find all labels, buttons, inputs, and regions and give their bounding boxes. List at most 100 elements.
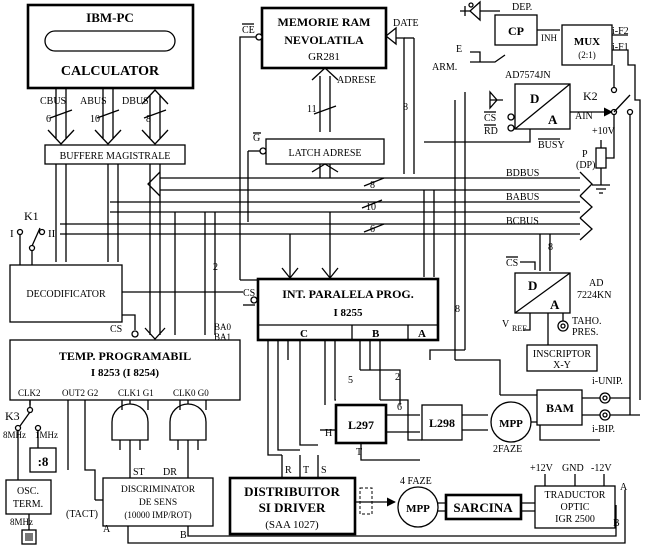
r-label: R bbox=[285, 465, 292, 476]
buffere-label: BUFFERE MAGISTRALE bbox=[60, 151, 171, 162]
l297-block bbox=[334, 403, 388, 445]
inscriptor-label: INSCRIPTOR bbox=[533, 349, 591, 360]
latch-label: LATCH ADRESE bbox=[288, 148, 361, 159]
timer-bus-width: 2 bbox=[213, 262, 218, 273]
e-label: E bbox=[456, 44, 462, 55]
cbus-label: CBUS bbox=[40, 96, 66, 107]
mux-ratio: (2:1) bbox=[578, 50, 596, 60]
inscriptor-block bbox=[526, 344, 598, 372]
distribuitor-part: (SAA 1027) bbox=[265, 519, 319, 531]
babus-width: 10 bbox=[366, 202, 376, 213]
ibip-label: i-BIP. bbox=[592, 424, 615, 435]
dp-label: (DP) bbox=[576, 160, 595, 171]
stepper-motor-4faze bbox=[397, 486, 439, 528]
dbus-width: 8 bbox=[146, 114, 151, 125]
sarcina-label: SARCINA bbox=[453, 500, 513, 515]
k3-label: K3 bbox=[5, 409, 20, 423]
port-c-label: C bbox=[300, 328, 308, 340]
tr-b-label: B bbox=[613, 518, 620, 529]
adc-cs-label: CS bbox=[484, 113, 496, 124]
discrim-b-label: B bbox=[180, 530, 187, 541]
bcbus-line bbox=[60, 217, 593, 241]
l298-label: L298 bbox=[429, 416, 455, 430]
cs-int-label: CS bbox=[243, 288, 255, 299]
dac-bus-width: 8 bbox=[548, 242, 553, 253]
2faze-label: 2FAZE bbox=[493, 444, 522, 455]
decodificator-label: DECODIFICATOR bbox=[26, 289, 106, 300]
t-label: T bbox=[356, 447, 362, 458]
cs-timer-label: CS bbox=[110, 324, 122, 335]
dep-label: DEP. bbox=[512, 2, 532, 13]
adrese-width: 11 bbox=[307, 104, 317, 115]
m12v-label: -12V bbox=[591, 463, 612, 474]
bdbus-width: 8 bbox=[370, 180, 375, 191]
discriminator-block bbox=[102, 477, 214, 527]
buffere-block bbox=[44, 144, 186, 165]
inh-label: INH bbox=[541, 33, 557, 43]
date-label: DATE bbox=[393, 18, 419, 29]
bam-block bbox=[536, 389, 583, 426]
bcbus-width: 6 bbox=[370, 224, 375, 235]
osc-label-1: OSC. bbox=[17, 486, 39, 497]
ppi-a-width: 8 bbox=[455, 304, 460, 315]
ibm-pc-title: IBM-PC bbox=[86, 10, 134, 25]
ppi-title: INT. PARALELA PROG. bbox=[282, 287, 414, 301]
k1-pos-i: I bbox=[10, 228, 14, 240]
mhz1-label: 1MHz bbox=[35, 430, 58, 440]
adc-block: D A bbox=[514, 83, 571, 130]
out2g2-label: OUT2 G2 bbox=[62, 388, 98, 398]
dac-cs-label: CS bbox=[506, 258, 518, 269]
display-digits: :8 bbox=[38, 454, 49, 469]
ppi-block: INT. PARALELA PROG. I 8255 C B A bbox=[256, 277, 440, 342]
pc-bus-arrows bbox=[47, 88, 169, 145]
dac-d: D bbox=[528, 278, 537, 293]
vref-sub: REF bbox=[512, 324, 527, 333]
adrese-label: ADRESE bbox=[337, 75, 376, 86]
l298-block bbox=[421, 404, 463, 441]
busy-label: BUSY bbox=[538, 140, 565, 151]
cbus-width: 6 bbox=[46, 114, 51, 125]
dr-label: DR bbox=[163, 467, 177, 478]
l298-in-width: 6 bbox=[397, 402, 402, 413]
4faze-label: 4 FAZE bbox=[400, 476, 432, 487]
distribuitor-title: DISTRIBUITOR bbox=[244, 484, 340, 499]
clk1g1-label: CLK1 G1 bbox=[118, 388, 154, 398]
ba0-label: BA0 bbox=[214, 322, 232, 332]
clk2-label: CLK2 bbox=[18, 388, 41, 398]
distribuitor-subtitle: SI DRIVER bbox=[259, 500, 326, 515]
dac-a: A bbox=[550, 297, 560, 312]
s-label: S bbox=[321, 465, 327, 476]
plus10v-label: +10V bbox=[592, 126, 616, 137]
abus-width: 10 bbox=[90, 114, 100, 125]
inscriptor-xy: X-Y bbox=[553, 360, 571, 371]
babus-label: BABUS bbox=[506, 192, 539, 203]
port-b-label: B bbox=[372, 328, 380, 340]
ain-label: AIN bbox=[575, 111, 593, 122]
ibm-pc-block: IBM-PC CALCULATOR bbox=[26, 3, 195, 90]
tr-a-label: A bbox=[620, 482, 628, 493]
discrim-label-3: (10000 IMP/ROT) bbox=[124, 510, 191, 520]
display-block bbox=[29, 447, 57, 473]
ce-label: CE bbox=[242, 25, 255, 36]
l297-bus-width: 5 bbox=[348, 375, 353, 386]
if1-label: i-F1 bbox=[612, 42, 629, 53]
p-label: P bbox=[582, 149, 588, 160]
vref-label: V bbox=[502, 319, 510, 330]
arm-label: ARM. bbox=[432, 62, 457, 73]
mux-block bbox=[561, 24, 613, 66]
and-gates bbox=[111, 400, 207, 478]
taho-label-1: TAHO. bbox=[572, 316, 601, 327]
timer-part: I 8253 (I 8254) bbox=[91, 367, 159, 379]
timer-block bbox=[9, 339, 241, 401]
dac-part-1: AD bbox=[589, 278, 603, 289]
bdbus-line bbox=[147, 171, 593, 197]
ppi-part: I 8255 bbox=[333, 307, 363, 319]
mhz8b-label: 8MHz bbox=[10, 517, 33, 527]
memorie-part: GR281 bbox=[308, 51, 340, 63]
timer-title: TEMP. PROGRAMABIL bbox=[59, 349, 191, 363]
dbus-label: DBUS bbox=[122, 96, 149, 107]
discrim-label-2: DE SENS bbox=[139, 498, 177, 508]
bam-label: BAM bbox=[546, 401, 574, 415]
bdbus-label: BDBUS bbox=[506, 168, 539, 179]
